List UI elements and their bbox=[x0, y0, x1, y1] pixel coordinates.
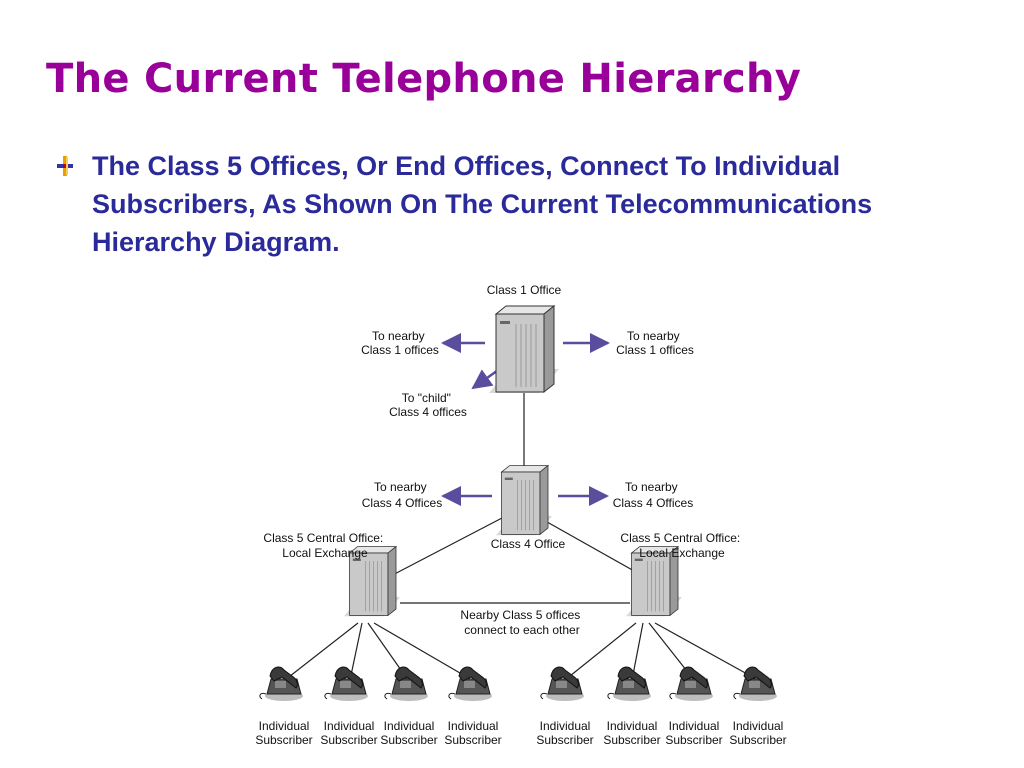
telephone-icon bbox=[259, 666, 304, 702]
class5-right-label: Class 5 Central Office: Local Exchange bbox=[620, 531, 743, 560]
class1-office-label: Class 1 Office bbox=[487, 283, 562, 297]
connection-lines bbox=[284, 388, 759, 681]
telephone-icon bbox=[324, 666, 369, 702]
diagram-labels: Class 1 Office To nearby Class 1 offices… bbox=[255, 283, 786, 747]
telephone-icon bbox=[448, 666, 493, 702]
telephone-icon bbox=[669, 666, 714, 702]
line-class4-class5-left bbox=[382, 517, 503, 581]
class5-link-note: Nearby Class 5 offices connect to each o… bbox=[460, 608, 583, 637]
class5-left-label: Class 5 Central Office: Local Exchange bbox=[263, 531, 386, 560]
telephone-icon bbox=[540, 666, 585, 702]
bullet-icon bbox=[57, 156, 73, 176]
class1-left-arrow-label: To nearby Class 1 offices bbox=[361, 329, 439, 357]
class1-child-arrow-label: To "child" Class 4 offices bbox=[389, 391, 467, 419]
class4-office-icon bbox=[495, 465, 553, 536]
telephone-hierarchy-diagram: Class 1 Office To nearby Class 1 offices… bbox=[255, 283, 786, 747]
class4-office-label: Class 4 Office bbox=[491, 537, 566, 551]
subscribers bbox=[259, 666, 778, 702]
telephone-icon bbox=[384, 666, 429, 702]
telephone-icon bbox=[733, 666, 778, 702]
bullet-text: The Class 5 Offices, Or End Offices, Con… bbox=[92, 151, 873, 257]
telephone-icon bbox=[607, 666, 652, 702]
class4-left-arrow-label: To nearby Class 4 Offices bbox=[362, 480, 442, 510]
class1-office-icon bbox=[488, 305, 560, 394]
class4-right-arrow-label: To nearby Class 4 Offices bbox=[613, 480, 693, 510]
slide-title: The Current Telephone Hierarchy bbox=[46, 56, 802, 102]
class1-right-arrow-label: To nearby Class 1 offices bbox=[616, 329, 694, 357]
